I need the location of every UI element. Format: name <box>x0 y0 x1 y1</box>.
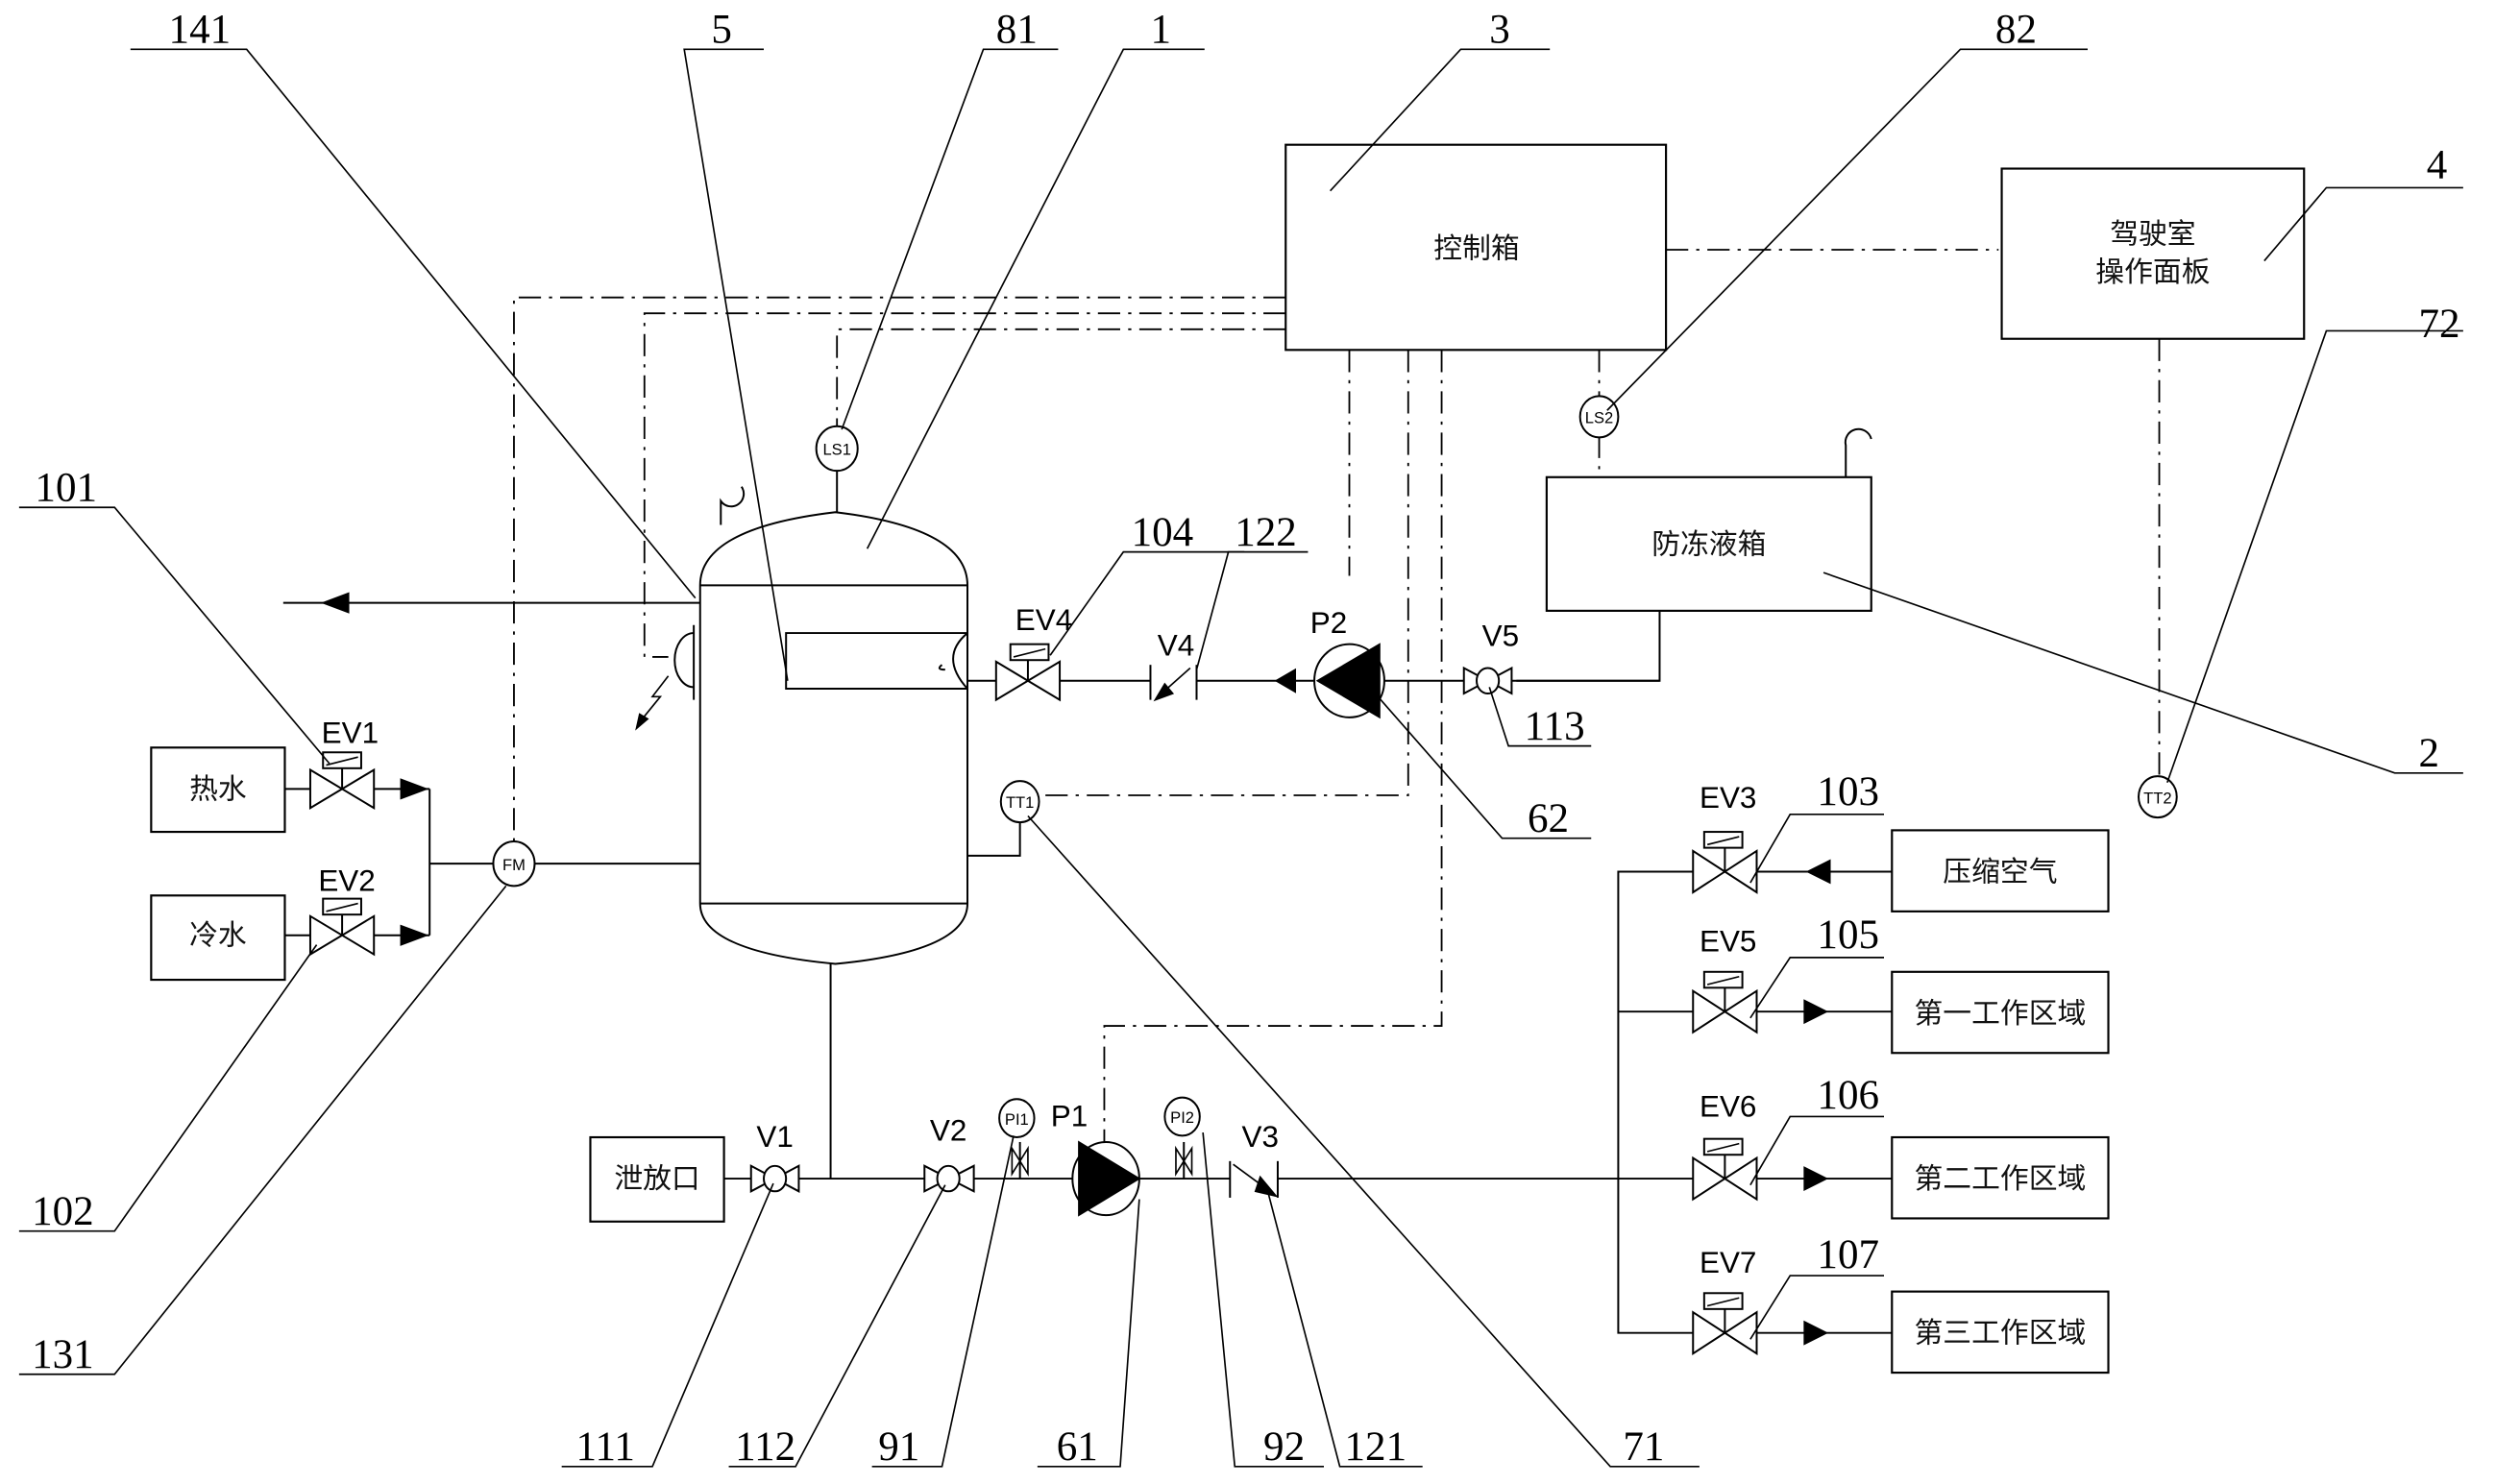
drain-label: 泄放口 <box>614 1162 699 1196</box>
callout-2: 2 <box>2419 731 2440 776</box>
callout-92: 92 <box>1263 1424 1305 1470</box>
ev2-label: EV2 <box>318 864 375 897</box>
callout-71: 71 <box>1623 1424 1664 1470</box>
callout-81: 81 <box>996 8 1038 53</box>
tt1-label: TT1 <box>1006 793 1034 812</box>
sensors: LS2 TT2 TT1 <box>967 395 2178 857</box>
callout-5: 5 <box>711 8 732 53</box>
callout-3: 3 <box>1489 8 1510 53</box>
ev7-label: EV7 <box>1700 1246 1756 1279</box>
tt2-label: TT2 <box>2143 789 2171 807</box>
v1-label: V1 <box>756 1120 793 1154</box>
callout-91: 91 <box>878 1424 919 1470</box>
callout-106: 106 <box>1817 1073 1879 1118</box>
cab-operation-panel: 驾驶室 操作面板 <box>2000 167 2306 340</box>
ls1-label: LS1 <box>822 441 850 459</box>
callout-72: 72 <box>2419 302 2460 347</box>
pi2-label: PI2 <box>1170 1108 1194 1127</box>
callout-121: 121 <box>1345 1424 1407 1470</box>
antifreeze-tank-label: 防冻液箱 <box>1651 527 1766 561</box>
callout-4: 4 <box>2427 142 2448 187</box>
callout-103: 103 <box>1817 769 1879 815</box>
work-zone-2-label: 第二工作区域 <box>1915 1162 2087 1196</box>
hot-water-label: 热水 <box>189 772 247 806</box>
callout-111: 111 <box>576 1424 635 1470</box>
ls2-label: LS2 <box>1585 408 1613 426</box>
callout-105: 105 <box>1817 912 1879 958</box>
antifreeze-tank: 防冻液箱 <box>1516 427 1872 682</box>
ev3-label: EV3 <box>1700 781 1756 815</box>
v4-label: V4 <box>1158 628 1194 662</box>
callout-107: 107 <box>1817 1232 1879 1277</box>
p1-label: P1 <box>1051 1099 1088 1132</box>
callout-101: 101 <box>35 466 97 511</box>
pi1-label: PI1 <box>1005 1110 1029 1129</box>
control-box: 控制箱 <box>1284 143 1668 352</box>
callout-131: 131 <box>32 1332 94 1377</box>
callout-62: 62 <box>1528 796 1569 841</box>
cold-water-label: 冷水 <box>189 919 247 953</box>
ev1-label: EV1 <box>322 716 379 749</box>
callout-104: 104 <box>1132 510 1194 555</box>
control-box-label: 控制箱 <box>1433 231 1519 265</box>
callouts: 141 5 81 1 3 82 4 72 101 102 131 104 122… <box>18 8 2463 1470</box>
main-vessel: LS1 <box>282 425 968 1180</box>
manifold: EV3 压缩空气 EV5 第一工作区域 EV6 第二工作区域 EV7 第三 <box>1617 781 2110 1375</box>
callout-122: 122 <box>1235 510 1297 555</box>
p2-label: P2 <box>1310 606 1347 640</box>
ev4-label: EV4 <box>1015 603 1072 637</box>
callout-141: 141 <box>169 8 232 53</box>
v5-label: V5 <box>1482 619 1519 652</box>
compressed-air-label: 压缩空气 <box>1943 855 2057 888</box>
v2-label: V2 <box>930 1113 966 1147</box>
cab-panel-label-2: 操作面板 <box>2095 255 2210 289</box>
callout-82: 82 <box>1995 8 2037 53</box>
discharge-line: 泄放口 V1 V2 PI1 P1 PI2 V3 <box>589 1096 1694 1223</box>
v3-label: V3 <box>1242 1120 1279 1154</box>
ev5-label: EV5 <box>1700 924 1756 958</box>
antifreeze-line: EV4 V4 P2 V5 <box>967 603 1660 719</box>
callout-1: 1 <box>1150 8 1171 53</box>
water-supply-section: 热水 冷水 EV1 EV2 FM <box>150 716 700 982</box>
callout-102: 102 <box>32 1189 94 1234</box>
fm-label: FM <box>502 856 526 874</box>
cab-panel-label-1: 驾驶室 <box>2110 217 2195 251</box>
callout-61: 61 <box>1057 1424 1098 1470</box>
work-zone-1-label: 第一工作区域 <box>1915 997 2087 1031</box>
work-zone-3-label: 第三工作区域 <box>1915 1317 2087 1350</box>
callout-113: 113 <box>1525 704 1585 749</box>
callout-112: 112 <box>735 1424 795 1470</box>
signal-lines <box>513 249 2161 1146</box>
ev6-label: EV6 <box>1700 1089 1756 1123</box>
